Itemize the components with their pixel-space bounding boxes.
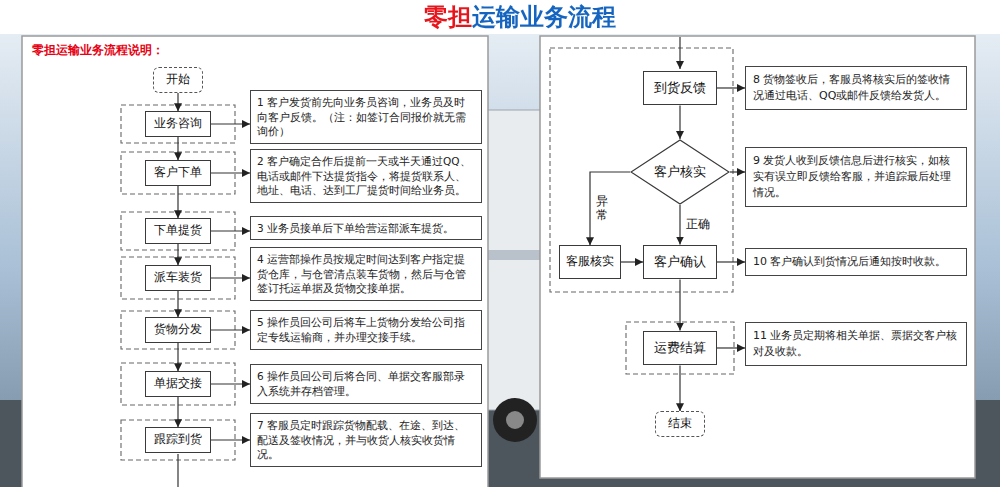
edge-label: 异常 [595, 194, 609, 222]
description-text: 3 业务员接单后下单给营运部派车提货。 [257, 221, 475, 236]
flow-arrow [211, 439, 250, 440]
panel-heading: 零担运输业务流程说明： [32, 42, 164, 59]
description-text: 9 发货人收到反馈信息后进行核实，如核实有误立即反馈给客服，并追踪最后处理情况。 [753, 153, 959, 201]
step-name: 客户确认 [654, 254, 706, 271]
description-box: 10 客户确认到货情况后通知按时收款。 [745, 248, 967, 276]
step-name: 客户核实 [654, 163, 706, 181]
flow-arrow [211, 172, 250, 173]
flow-arrow [679, 105, 680, 139]
process-box: 运费结算 [643, 331, 717, 366]
flow-arrow [211, 230, 250, 231]
step-name: 跟踪到货 [154, 432, 202, 448]
description-text: 7 客服员定时跟踪货物配载、在途、到达、配送及签收情况，并与收货人核实收货情况。 [257, 418, 475, 462]
step-name: 单据交接 [154, 376, 202, 392]
flow-arrow [211, 277, 250, 278]
decision-diamond: 客户核实 [630, 139, 730, 205]
description-text: 10 客户确认到货情况后通知按时收款。 [753, 254, 959, 270]
step-name: 开始 [166, 72, 190, 88]
step-name: 派车装货 [154, 270, 202, 286]
flow-arrow [211, 383, 250, 384]
flow-arrow [730, 171, 745, 172]
process-box: 业务咨询 [145, 111, 211, 137]
flow-arrow [679, 205, 680, 245]
description-text: 8 货物签收后，客服员将核实后的签收情况通过电话、QQ或邮件反馈给发货人。 [753, 72, 959, 104]
continuation-line [177, 454, 178, 487]
flow-arrow [621, 261, 643, 262]
process-box: 跟踪到货 [145, 427, 211, 453]
process-box: 下单提货 [145, 218, 211, 244]
truck-hub [506, 411, 524, 429]
flow-arrow [177, 291, 178, 317]
page-title: 零担运输业务流程 [424, 3, 616, 32]
dashed-groups [121, 48, 734, 460]
description-text: 5 操作员回公司后将车上货物分发给公司指定专线运输商，并办理交接手续。 [257, 315, 475, 344]
flow-arrow [177, 244, 178, 265]
title-wrap: 零担运输业务流程 [20, 3, 1000, 32]
description-box: 6 操作员回公司后将合同、单据交客服部录入系统并存档管理。 [250, 364, 482, 403]
process-box: 到货反馈 [643, 71, 717, 106]
description-box: 3 业务员接单后下单给营运部派车提货。 [250, 216, 482, 241]
step-name: 结束 [668, 416, 692, 432]
right-panel [540, 36, 975, 478]
flow-arrow [717, 261, 745, 262]
flow-arrow [177, 343, 178, 371]
flow-arrow [211, 123, 250, 124]
description-text: 4 运营部操作员按规定时间达到客户指定提货仓库，与仓管清点装车货物，然后与仓管签… [257, 252, 475, 296]
step-name: 客户下单 [154, 165, 202, 181]
terminal-box: 结束 [655, 411, 705, 437]
flow-arrow [211, 329, 250, 330]
step-name: 业务咨询 [154, 116, 202, 132]
continuation-arrow [679, 37, 680, 69]
flow-arrow [717, 347, 745, 348]
process-box: 单据交接 [145, 371, 211, 397]
flow-arrow [679, 365, 680, 411]
description-text: 1 客户发货前先向业务员咨询，业务员及时向客户反馈。（注：如签订合同报价就无需询… [257, 95, 475, 139]
description-box: 5 操作员回公司后将车上货物分发给公司指定专线运输商，并办理交接手续。 [250, 310, 482, 349]
description-box: 9 发货人收到反馈信息后进行核实，如核实有误立即反馈给客服，并追踪最后处理情况。 [745, 147, 967, 207]
process-box: 客户下单 [145, 160, 211, 186]
truck-wheel [493, 398, 537, 442]
step-name: 下单提货 [154, 223, 202, 239]
left-panel [22, 36, 488, 487]
title-band [0, 0, 1000, 34]
edge-label: 正确 [685, 215, 711, 234]
process-box: 货物分发 [145, 317, 211, 343]
description-text: 2 客户确定合作后提前一天或半天通过QQ、电话或邮件下达提货指令，将提货联系人、… [257, 154, 475, 198]
description-box: 4 运营部操作员按规定时间达到客户指定提货仓库，与仓管清点装车货物，然后与仓管签… [250, 247, 482, 301]
flow-arrow [177, 397, 178, 427]
step-name: 运费结算 [654, 340, 706, 357]
process-box: 派车装货 [145, 265, 211, 291]
description-box: 1 客户发货前先向业务员咨询，业务员及时向客户反馈。（注：如签订合同报价就无需询… [250, 90, 482, 144]
description-box: 2 客户确定合作后提前一天或半天通过QQ、电话或邮件下达提货指令，将提货联系人、… [250, 149, 482, 203]
flow-arrow [717, 87, 745, 88]
terminal-box: 开始 [153, 67, 203, 93]
process-box: 客户确认 [643, 245, 717, 280]
description-text: 11 业务员定期将相关单据、票据交客户核对及收款。 [753, 328, 959, 360]
flow-arrow [590, 172, 630, 245]
process-box: 客服核实 [559, 245, 621, 279]
description-box: 8 货物签收后，客服员将核实后的签收情况通过电话、QQ或邮件反馈给发货人。 [745, 66, 967, 110]
description-box: 11 业务员定期将相关单据、票据交客户核对及收款。 [745, 322, 967, 366]
step-name: 货物分发 [154, 322, 202, 338]
dashed-group [550, 48, 733, 292]
flow-arrow [177, 186, 178, 218]
description-text: 6 操作员回公司后将合同、单据交客服部录入系统并存档管理。 [257, 369, 475, 398]
flow-arrow [177, 93, 178, 111]
description-box: 7 客服员定时跟踪货物配载、在途、到达、配送及签收情况，并与收货人核实收货情况。 [250, 413, 482, 467]
step-name: 客服核实 [566, 254, 614, 270]
step-name: 到货反馈 [654, 80, 706, 97]
flow-arrow [679, 279, 680, 330]
flow-arrow [177, 137, 178, 160]
